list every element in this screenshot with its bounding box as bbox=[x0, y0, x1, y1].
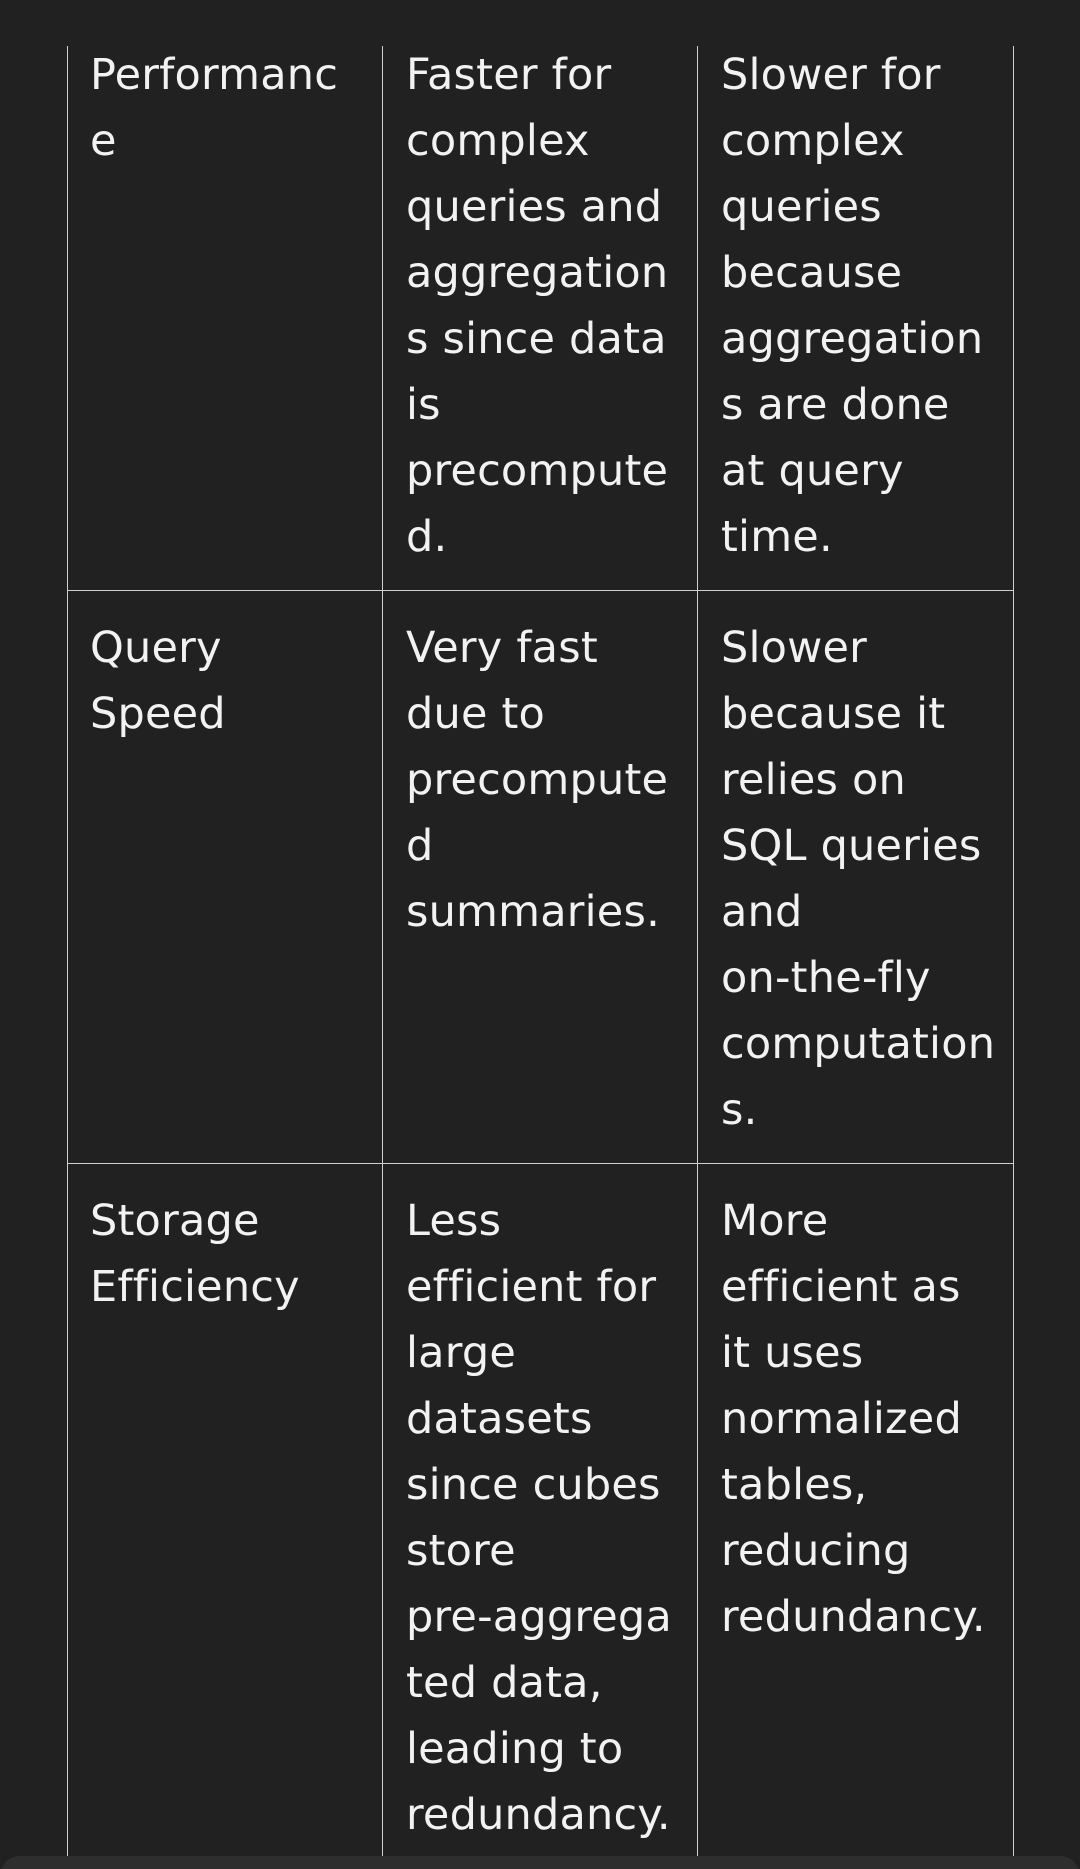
table-cell-rolap: Slower for complex queries because aggre… bbox=[721, 42, 983, 570]
cell-text-line: d. bbox=[406, 512, 448, 562]
cell-text-line: time. bbox=[721, 512, 833, 562]
cell-text-line: s. bbox=[721, 1085, 758, 1135]
cell-text-line: tables, bbox=[721, 1460, 868, 1510]
cell-text-line: leading to bbox=[406, 1724, 624, 1774]
table-cell-molap: Less efficient for large datasets since … bbox=[406, 1188, 672, 1848]
cell-text-line: pre-aggrega bbox=[406, 1592, 672, 1642]
table-cell-feature: Query Speed bbox=[90, 615, 226, 747]
cell-text-line: large bbox=[406, 1328, 516, 1378]
cell-text-line: precompute bbox=[406, 755, 669, 805]
cell-text-line: because bbox=[721, 248, 903, 298]
cell-text-line: computation bbox=[721, 1019, 996, 1069]
cell-text-line: Storage bbox=[90, 1196, 260, 1246]
cell-text-line: reducing bbox=[721, 1526, 911, 1576]
cell-text-line: Speed bbox=[90, 689, 226, 739]
column-divider bbox=[67, 46, 68, 1856]
cell-text-line: and bbox=[721, 887, 803, 937]
cell-text-line: Less bbox=[406, 1196, 502, 1246]
cell-text-line: Performanc bbox=[90, 50, 339, 100]
table-cell-molap: Faster for complex queries and aggregati… bbox=[406, 42, 668, 570]
cell-text-line: summaries. bbox=[406, 887, 660, 937]
cell-text-line: Efficiency bbox=[90, 1262, 300, 1312]
cell-text-line: SQL queries bbox=[721, 821, 982, 871]
cell-text-line: Slower bbox=[721, 623, 868, 673]
cell-text-line: e bbox=[90, 116, 117, 166]
table-cell-rolap: More efficient as it uses normalized tab… bbox=[721, 1188, 986, 1650]
cell-text-line: queries bbox=[721, 182, 882, 232]
cell-text-line: More bbox=[721, 1196, 829, 1246]
cell-text-line: complex bbox=[721, 116, 905, 166]
cell-text-line: datasets bbox=[406, 1394, 593, 1444]
cell-text-line: efficient for bbox=[406, 1262, 657, 1312]
row-divider bbox=[67, 590, 1014, 591]
cell-text-line: due to bbox=[406, 689, 546, 739]
cell-text-line: Slower for bbox=[721, 50, 941, 100]
bottom-input-panel-edge bbox=[0, 1856, 1080, 1869]
cell-text-line: Query bbox=[90, 623, 222, 673]
cell-text-line: queries and bbox=[406, 182, 663, 232]
cell-text-line: s since data bbox=[406, 314, 667, 364]
table-cell-rolap: Slower because it relies on SQL queries … bbox=[721, 615, 995, 1143]
cell-text-line: relies on bbox=[721, 755, 906, 805]
row-divider bbox=[67, 1163, 1014, 1164]
cell-text-line: on-the-fly bbox=[721, 953, 931, 1003]
cell-text-line: d bbox=[406, 821, 434, 871]
cell-text-line: redundancy. bbox=[721, 1592, 986, 1642]
table-cell-molap: Very fast due to precompute d summaries. bbox=[406, 615, 668, 945]
cell-text-line: it uses bbox=[721, 1328, 864, 1378]
table-cell-feature: Performanc e bbox=[90, 42, 338, 174]
cell-text-line: efficient as bbox=[721, 1262, 961, 1312]
cell-text-line: redundancy. bbox=[406, 1790, 671, 1840]
column-divider bbox=[697, 46, 698, 1856]
cell-text-line: ted data, bbox=[406, 1658, 603, 1708]
cell-text-line: store bbox=[406, 1526, 516, 1576]
table-cell-feature: Storage Efficiency bbox=[90, 1188, 300, 1320]
cell-text-line: Very fast bbox=[406, 623, 598, 673]
cell-text-line: aggregation bbox=[406, 248, 669, 298]
cell-text-line: is bbox=[406, 380, 441, 430]
cell-text-line: complex bbox=[406, 116, 590, 166]
cell-text-line: precompute bbox=[406, 446, 669, 496]
cell-text-line: because it bbox=[721, 689, 946, 739]
column-divider bbox=[1013, 46, 1014, 1856]
cell-text-line: since cubes bbox=[406, 1460, 661, 1510]
cell-text-line: s are done bbox=[721, 380, 950, 430]
cell-text-line: at query bbox=[721, 446, 904, 496]
cell-text-line: Faster for bbox=[406, 50, 612, 100]
cell-text-line: aggregation bbox=[721, 314, 984, 364]
cell-text-line: normalized bbox=[721, 1394, 962, 1444]
column-divider bbox=[382, 46, 383, 1856]
